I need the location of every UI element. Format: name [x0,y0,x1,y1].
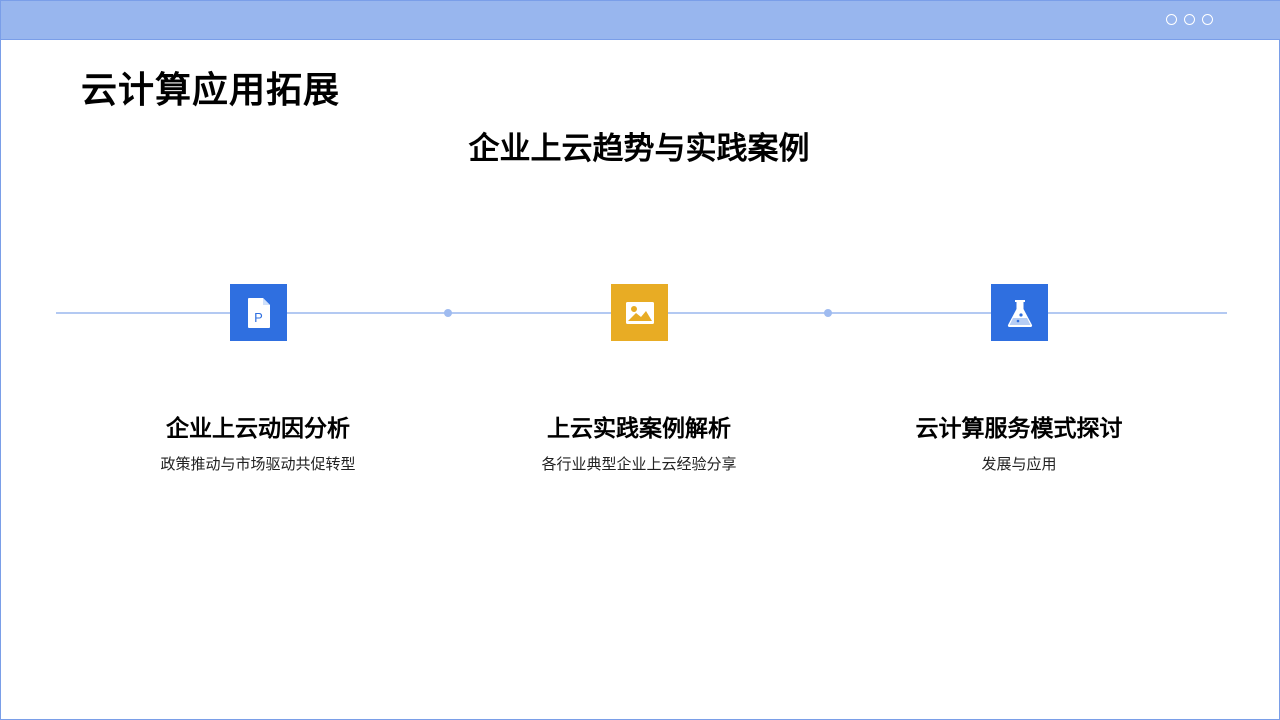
circle-icon[interactable] [1166,14,1177,25]
timeline-item-description: 各行业典型企业上云经验分享 [541,455,737,473]
header-bar [1,1,1280,40]
timeline-dot [444,309,452,317]
page-subtitle: 企业上云趋势与实践案例 [468,131,810,167]
page-title: 云计算应用拓展 [81,70,341,111]
timeline-dot [824,309,832,317]
timeline-item-title: 上云实践案例解析 [547,416,731,442]
flask-icon[interactable] [991,284,1048,341]
timeline-item-title: 云计算服务模式探讨 [915,416,1123,442]
circle-icon[interactable] [1202,14,1213,25]
timeline-item-description: 政策推动与市场驱动共促转型 [160,455,356,473]
timeline-item-description: 发展与应用 [981,455,1057,473]
document-p-icon[interactable]: P [230,284,287,341]
svg-text:P: P [254,310,263,325]
window-controls [1166,14,1213,25]
image-icon[interactable] [611,284,668,341]
timeline-item-title: 企业上云动因分析 [166,416,350,442]
circle-icon[interactable] [1184,14,1195,25]
